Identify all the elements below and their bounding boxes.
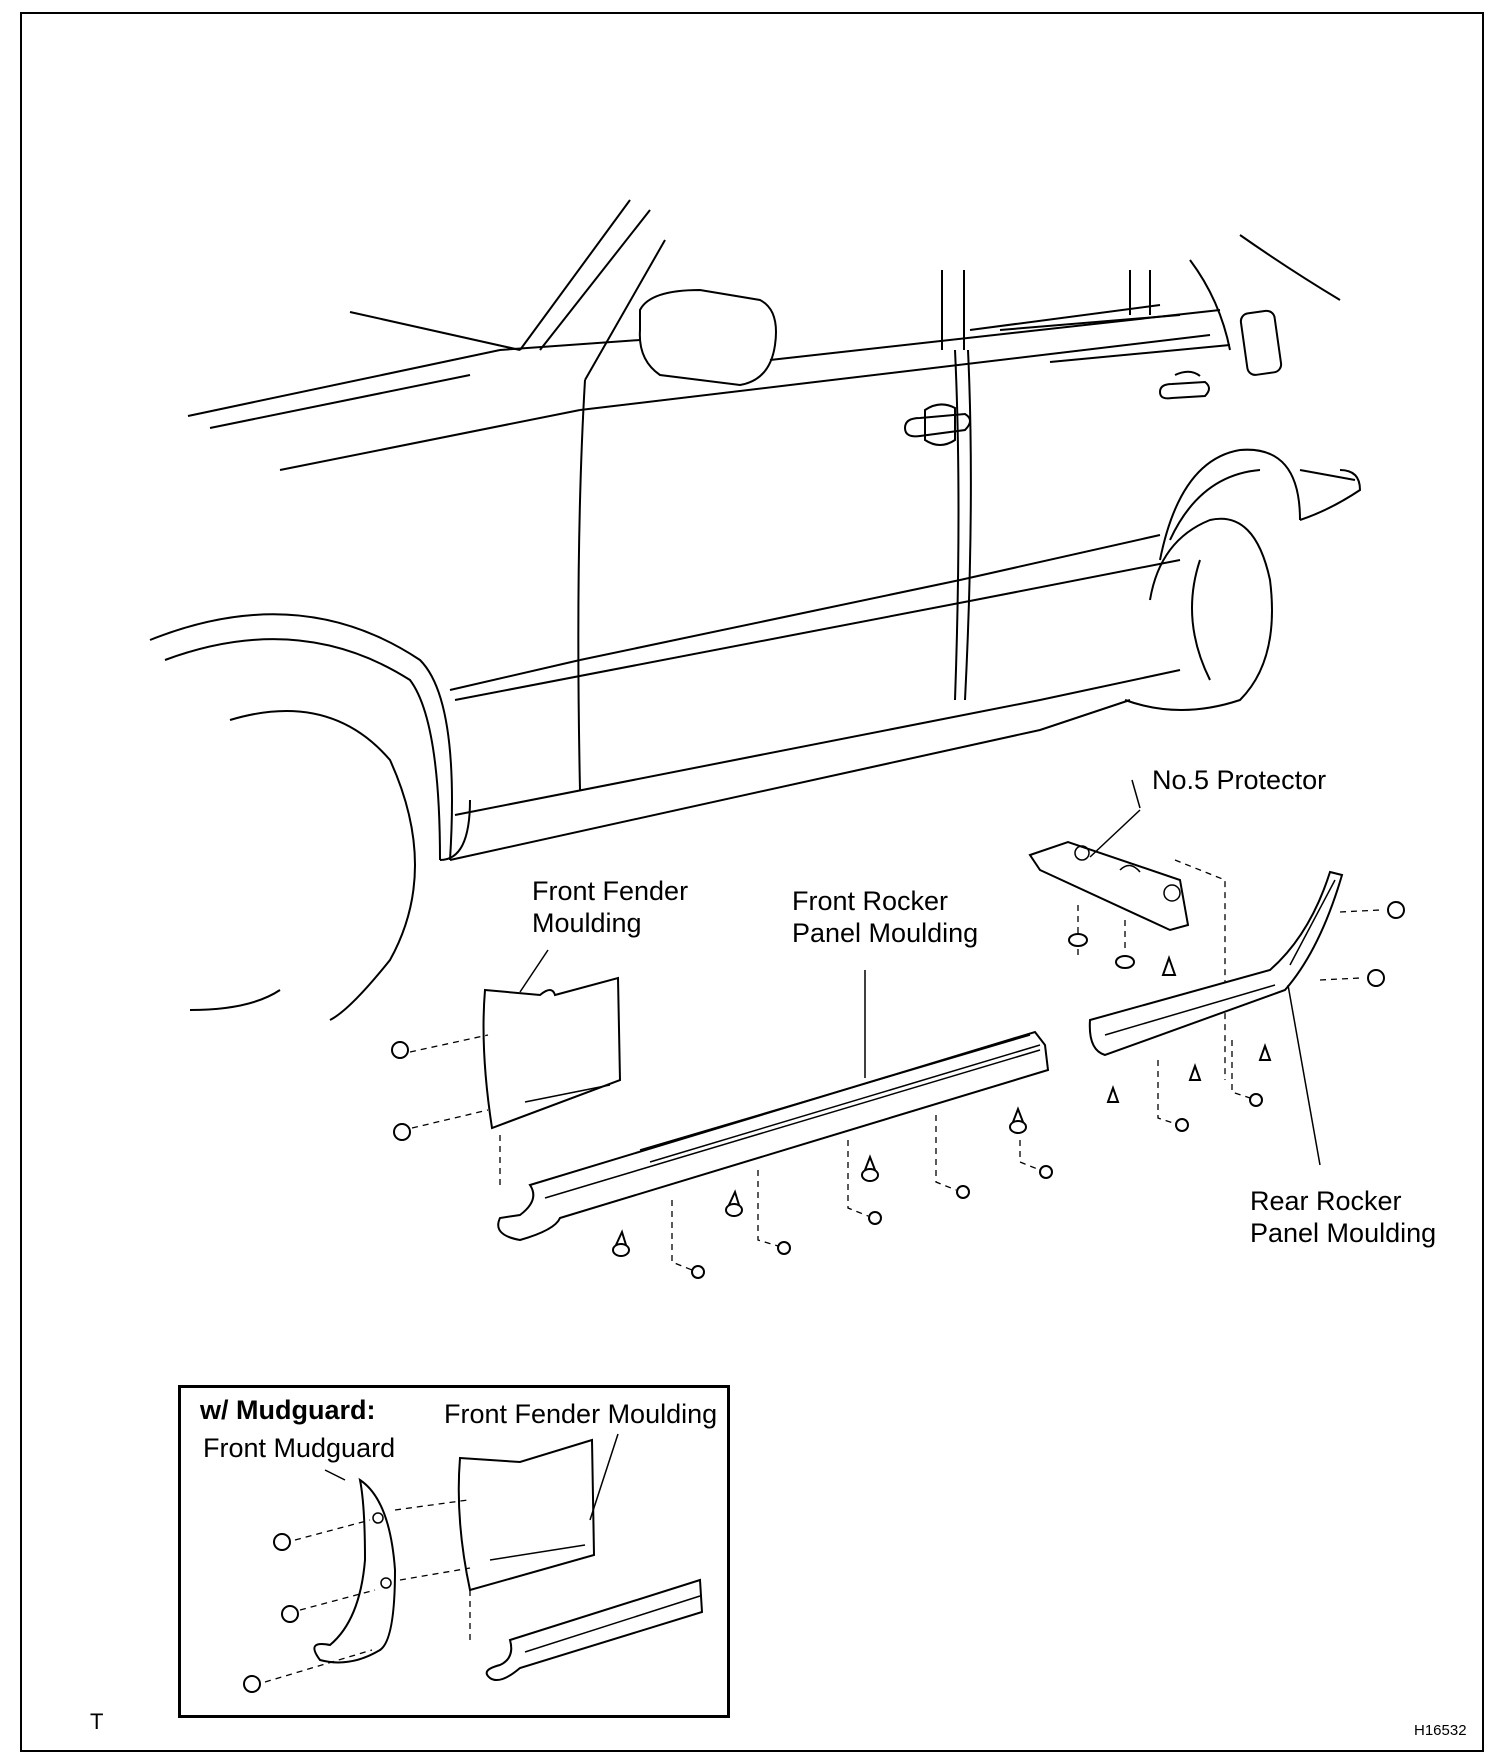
rear-rocker-moulding-part [1088, 870, 1405, 1166]
mudguard-inset-box [178, 1385, 730, 1718]
front-fender-moulding-label: Front Fender Moulding [532, 875, 688, 939]
front-fender-moulding-label-line2: Moulding [532, 908, 642, 938]
rear-rocker-panel-moulding-label: Rear Rocker Panel Moulding [1250, 1185, 1436, 1249]
front-rocker-label-line1: Front Rocker [792, 886, 949, 916]
rear-rocker-label-line1: Rear Rocker [1250, 1186, 1402, 1216]
front-fender-moulding-part [409, 949, 622, 1185]
inset-mudguard-drawing [243, 1433, 704, 1693]
diagram-frame [20, 12, 1484, 1752]
rear-rocker-label-line2: Panel Moulding [1250, 1218, 1437, 1248]
corner-mark: T [90, 1709, 104, 1734]
no5-protector-label: No.5 Protector [1152, 765, 1327, 795]
inset-front-mudguard-label: Front Mudguard [203, 1433, 396, 1463]
rocker-clips [612, 1106, 1027, 1257]
car-body [149, 199, 1362, 1021]
inset-title: w/ Mudguard: [200, 1395, 376, 1425]
front-rocker-panel-moulding-label: Front Rocker Panel Moulding [792, 885, 978, 949]
rocker-screws [671, 1115, 1053, 1279]
front-fender-moulding-label-line1: Front Fender [532, 876, 689, 906]
figure-id: H16532 [1414, 1722, 1467, 1739]
front-rocker-label-line2: Panel Moulding [792, 918, 979, 948]
protector-clips [1068, 933, 1177, 976]
front-rocker-moulding-part [391, 970, 1053, 1279]
no5-protector-part [1028, 779, 1226, 1080]
inset-front-fender-moulding-label: Front Fender Moulding [444, 1399, 718, 1429]
